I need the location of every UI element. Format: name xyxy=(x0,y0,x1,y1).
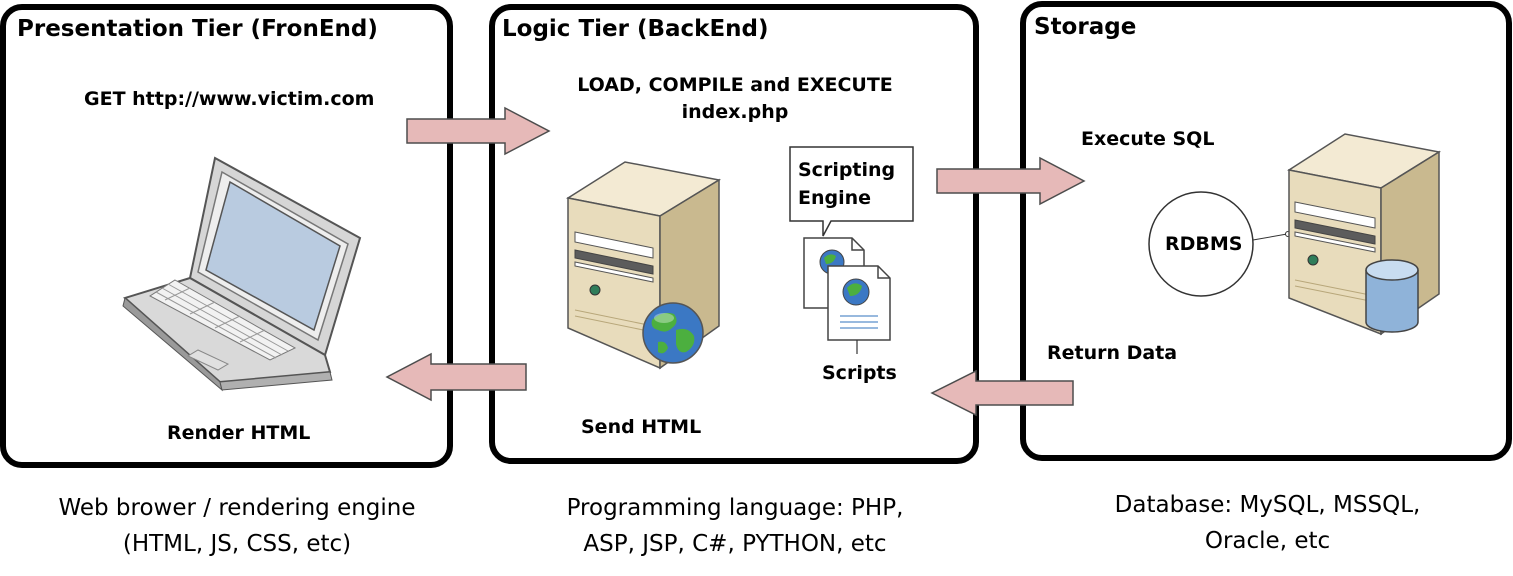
scripting-engine-callout xyxy=(789,146,914,237)
logic-tier-title: Logic Tier (BackEnd) xyxy=(502,16,769,42)
http-request-label: GET http://www.victim.com xyxy=(84,88,375,110)
storage-caption: Database: MySQL, MSSQL, Oracle, etc xyxy=(1040,487,1495,559)
load-compile-line1: LOAD, COMPILE and EXECUTE xyxy=(577,74,893,96)
presentation-caption-line2: (HTML, JS, CSS, etc) xyxy=(122,531,352,557)
scripting-engine-line1: Scripting xyxy=(798,159,896,181)
presentation-caption-line1: Web brower / rendering engine xyxy=(58,495,416,521)
execute-sql-arrow xyxy=(936,156,1086,206)
scripts-label: Scripts xyxy=(822,362,897,384)
server-icon xyxy=(566,161,722,370)
render-html-label: Render HTML xyxy=(167,422,311,444)
load-compile-line2: index.php xyxy=(681,101,789,123)
scripting-engine-label: Scripting Engine xyxy=(798,156,895,212)
script-doc-icon xyxy=(803,237,891,354)
presentation-tier-title: Presentation Tier (FronEnd) xyxy=(17,16,378,42)
storage-caption-line2: Oracle, etc xyxy=(1204,528,1331,554)
cylinder-icon xyxy=(1365,259,1419,333)
globe-icon xyxy=(642,302,704,364)
laptop-icon xyxy=(122,156,362,392)
logic-caption-line1: Programming language: PHP, xyxy=(566,495,904,521)
return-data-label: Return Data xyxy=(1047,342,1178,364)
rdbms-label: RDBMS xyxy=(1165,233,1243,255)
rdbms-circle xyxy=(1148,191,1291,297)
presentation-caption: Web brower / rendering engine (HTML, JS,… xyxy=(0,490,474,562)
send-html-label: Send HTML xyxy=(581,416,702,438)
logic-caption-line2: ASP, JSP, C#, PYTHON, etc xyxy=(583,531,887,557)
logic-caption: Programming language: PHP, ASP, JSP, C#,… xyxy=(505,490,965,562)
load-compile-label: LOAD, COMPILE and EXECUTE index.php xyxy=(565,72,905,126)
storage-tier-title: Storage xyxy=(1034,14,1137,40)
get-request-arrow xyxy=(406,106,551,156)
scripting-engine-line2: Engine xyxy=(798,187,872,209)
return-data-arrow xyxy=(930,369,1074,417)
execute-sql-label: Execute SQL xyxy=(1081,128,1215,150)
storage-caption-line1: Database: MySQL, MSSQL, xyxy=(1114,492,1421,518)
render-html-arrow xyxy=(385,352,527,402)
